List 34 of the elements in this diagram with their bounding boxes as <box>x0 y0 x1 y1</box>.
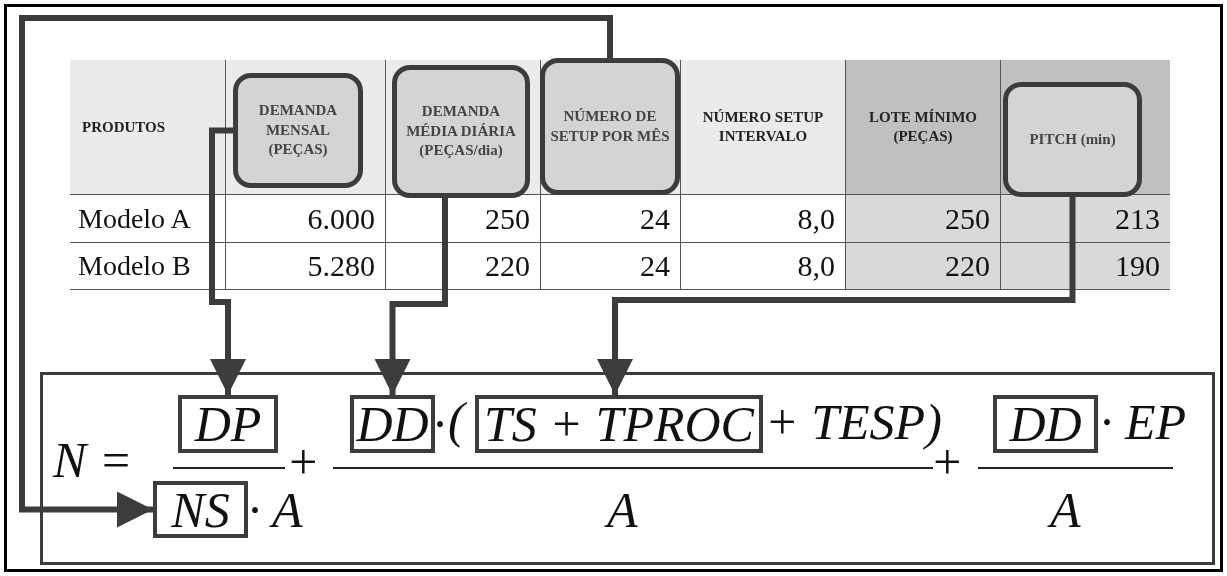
table-value: 5.280 <box>225 243 385 290</box>
table-value: 220 <box>385 243 540 290</box>
highlighted-header: DEMANDA MENSAL (PEÇAS) <box>233 73 363 188</box>
formula-term: N = <box>53 435 133 485</box>
formula-term: · EP <box>1100 397 1187 447</box>
table-value: 6.000 <box>225 195 385 243</box>
arrow <box>597 197 1076 395</box>
table-value: 213 <box>1000 195 1170 243</box>
table-value: 190 <box>1000 243 1170 290</box>
highlighted-header: DEMANDA MÉDIA DIÁRIA (PEÇAS/dia) <box>392 65 530 198</box>
variable-box: TS + TPROC <box>475 395 763 453</box>
arrow <box>19 15 613 528</box>
formula-term: · <box>433 399 446 449</box>
variable-box: DD <box>350 395 435 453</box>
highlighted-header: NÚMERO DE SETUP POR MÊS <box>540 58 680 195</box>
table-value: 24 <box>540 243 680 290</box>
table-value: 24 <box>540 195 680 243</box>
formula-frame <box>40 372 1215 565</box>
formula-term: + <box>286 437 320 487</box>
table-value: 8,0 <box>680 195 845 243</box>
variable-box: NS <box>153 481 248 538</box>
column-header: LOTE MÍNIMO (PEÇAS) <box>845 60 1000 195</box>
formula-term: · A <box>248 485 303 535</box>
table-value: 250 <box>845 195 1000 243</box>
variable-box: DP <box>178 395 278 453</box>
arrow <box>374 198 448 395</box>
arrow <box>209 127 246 395</box>
table-value: 220 <box>845 243 1000 290</box>
column-header: PRODUTOS <box>70 60 225 195</box>
highlighted-header: PITCH (min) <box>1003 82 1142 197</box>
column-header: NÚMERO SETUP INTERVALO <box>680 60 845 195</box>
table-value: 8,0 <box>680 243 845 290</box>
table-value: 250 <box>385 195 540 243</box>
variable-box: DD <box>993 395 1098 453</box>
